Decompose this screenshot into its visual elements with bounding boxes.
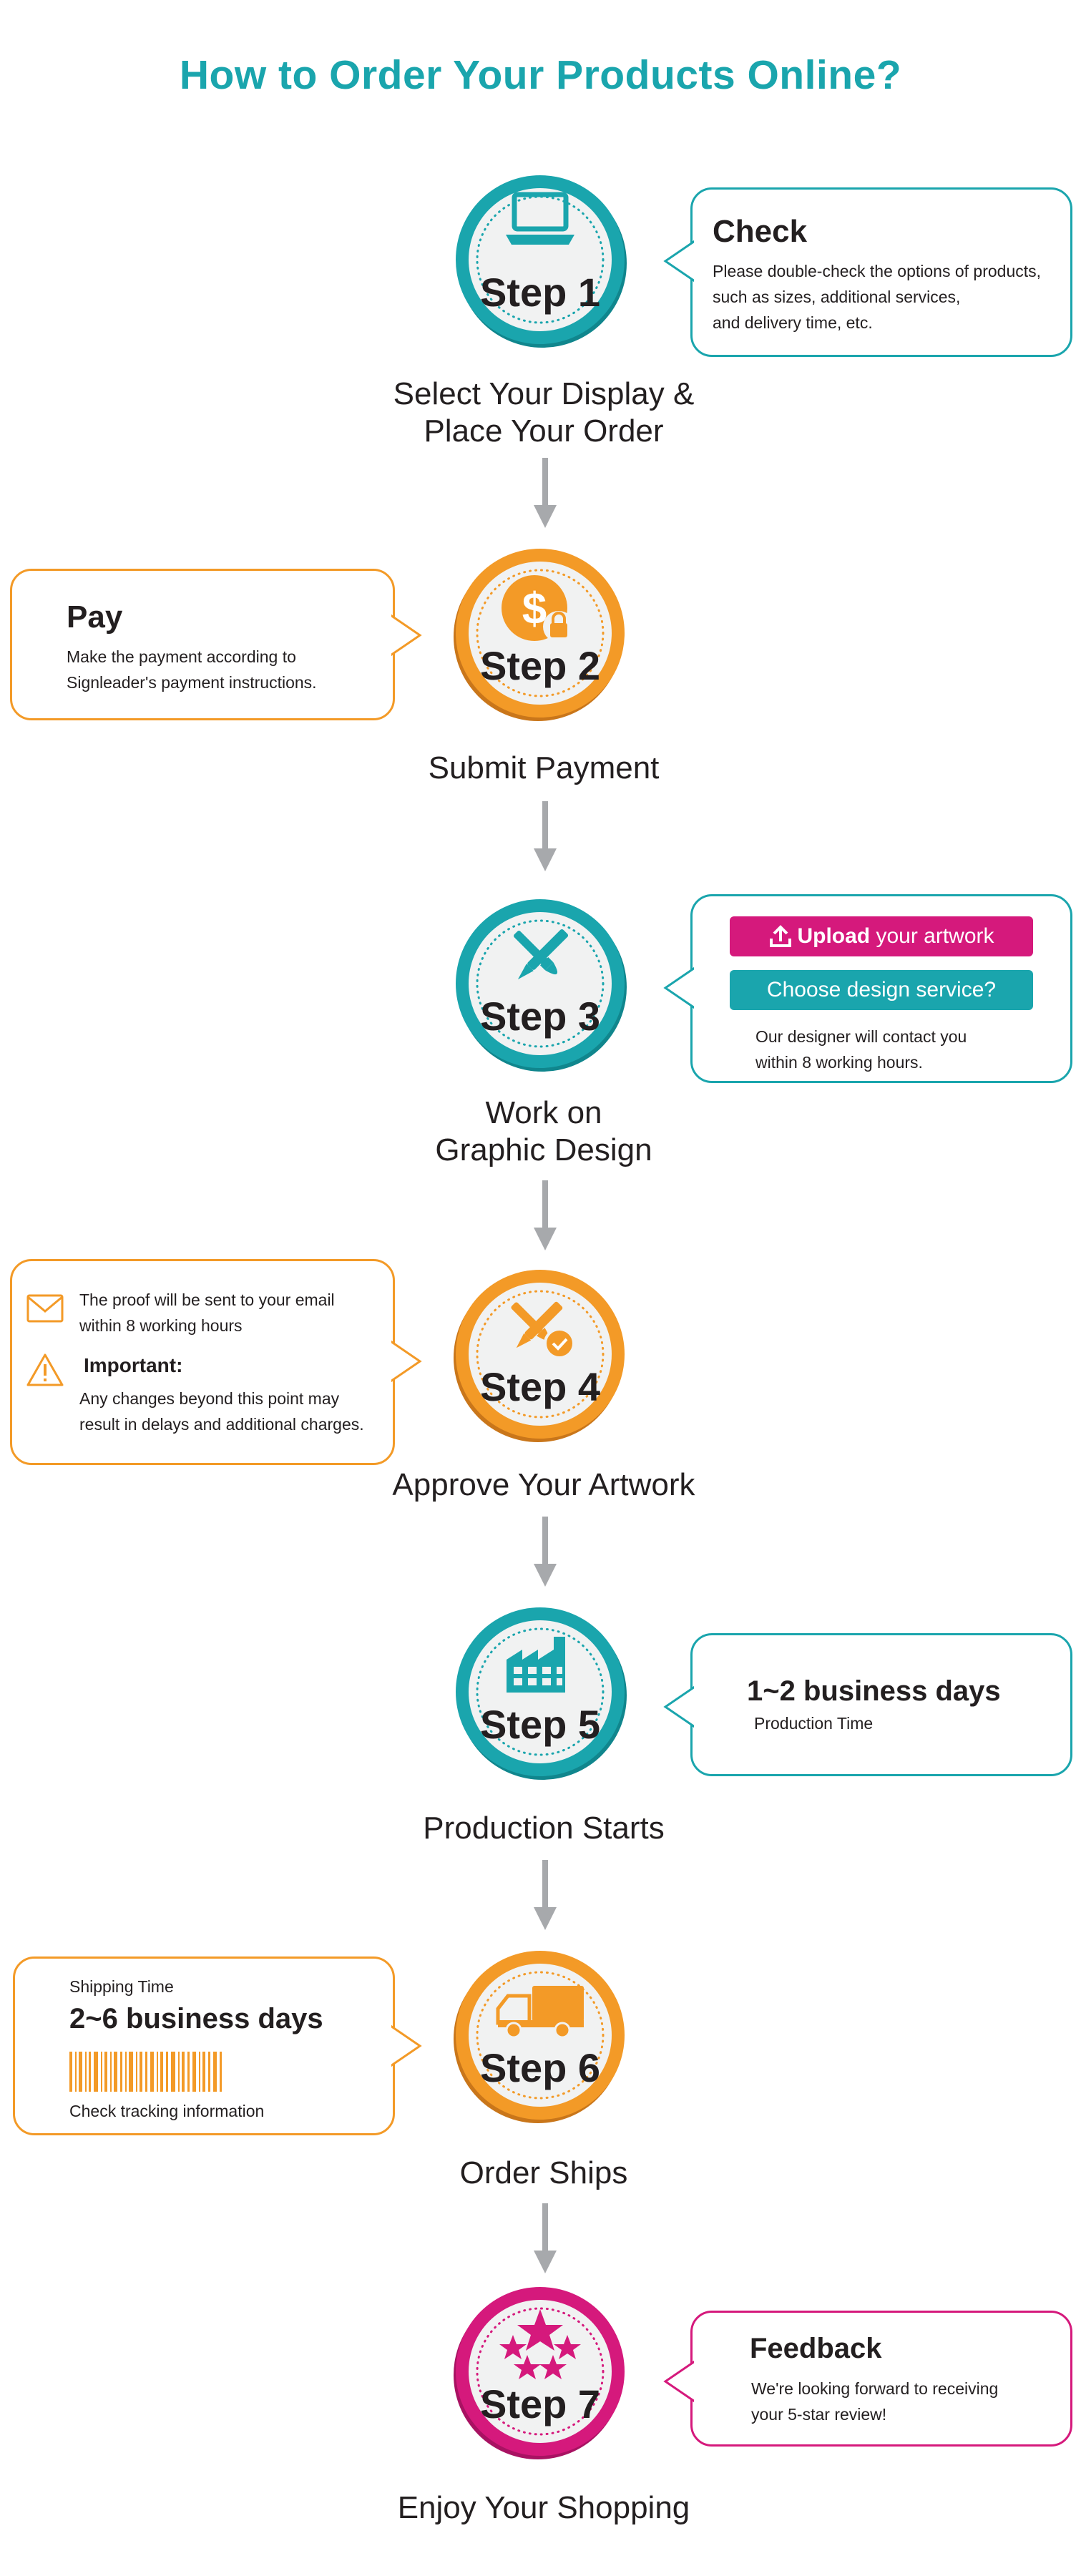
step-5-badge: Step 5	[451, 1602, 630, 1781]
text-line: within 8 working hours	[79, 1316, 243, 1335]
step-4-caption: Approve Your Artwork	[293, 1466, 794, 1504]
down-arrow-icon	[534, 1517, 557, 1587]
caption-line: Submit Payment	[428, 750, 660, 785]
warning-icon	[26, 1353, 64, 1386]
upload-icon	[770, 925, 792, 947]
check-box: Check Please double-check the options of…	[663, 187, 1072, 357]
text-line: your 5-star review!	[751, 2405, 887, 2424]
check-tracking-link[interactable]: Check tracking information	[69, 2102, 265, 2120]
caption-line: Graphic Design	[435, 1132, 652, 1167]
check-title: Check	[713, 214, 808, 249]
step-3-caption: Work on Graphic Design	[293, 1094, 794, 1169]
step-label: Step 1	[479, 270, 601, 315]
step-1-caption: Select Your Display & Place Your Order	[293, 376, 794, 450]
text-line: Signleader's payment instructions.	[67, 673, 317, 692]
caption-line: Order Ships	[459, 2155, 628, 2190]
shipping-days: 2~6 business days	[69, 2003, 323, 2034]
stars-icon	[451, 2308, 630, 2379]
down-arrow-icon	[534, 2203, 557, 2273]
choose-design-service-button[interactable]: Choose design service?	[730, 970, 1033, 1010]
step-7-caption: Enjoy Your Shopping	[293, 2489, 794, 2527]
check-text: Please double-check the options of produ…	[713, 258, 1041, 336]
step-7-badge: Step 7	[451, 2282, 630, 2461]
step-ring	[454, 1270, 625, 1442]
step-label: Step 5	[479, 1702, 601, 1747]
step-1-badge: Step 1	[451, 170, 630, 349]
caption-line: Approve Your Artwork	[392, 1467, 695, 1502]
caption-line: Place Your Order	[424, 413, 664, 449]
text-line: such as sizes, additional services,	[713, 288, 961, 306]
shipping-time-label: Shipping Time	[69, 1977, 174, 1996]
production-days: 1~2 business days	[747, 1675, 1001, 1707]
pay-title: Pay	[67, 599, 123, 635]
upload-bold-label: Upload	[797, 924, 871, 948]
important-text: Any changes beyond this point may result…	[79, 1386, 364, 1437]
text-line: Please double-check the options of produ…	[713, 262, 1042, 280]
caption-line: Enjoy Your Shopping	[397, 2490, 690, 2525]
shipping-box: Shipping Time 2~6 business days Check tr…	[13, 1957, 422, 2135]
production-box: 1~2 business days Production Time	[663, 1633, 1072, 1776]
approve-artwork-icon	[451, 1291, 630, 1366]
pay-text: Make the payment according to Signleader…	[67, 644, 317, 695]
step-2-badge: $ Step 2	[451, 544, 630, 723]
step-ring	[456, 175, 627, 348]
laptop-icon	[451, 192, 630, 249]
text-line: and delivery time, etc.	[713, 313, 873, 332]
truck-icon	[451, 1983, 630, 2040]
page-title: How to Order Your Products Online?	[179, 52, 902, 98]
barcode-icon	[69, 2052, 222, 2092]
step-ring	[456, 899, 627, 1072]
text-line: within 8 working hours.	[755, 1053, 923, 1072]
email-icon	[26, 1294, 64, 1323]
feedback-text: We're looking forward to receiving your …	[751, 2376, 998, 2427]
caption-line: Production Starts	[423, 1811, 665, 1846]
step-4-badge: Step 4	[451, 1265, 630, 1444]
factory-icon	[451, 1631, 630, 1695]
important-label: Important:	[84, 1354, 183, 1376]
step-ring	[454, 2287, 625, 2459]
upload-artwork-button[interactable]: Upload your artwork	[730, 916, 1033, 956]
text-line: The proof will be sent to your email	[79, 1291, 335, 1309]
down-arrow-icon	[534, 801, 557, 871]
step-6-caption: Order Ships	[293, 2155, 794, 2192]
text-line: Any changes beyond this point may	[79, 1389, 340, 1408]
step-label: Step 2	[479, 643, 601, 688]
upload-rest-label: your artwork	[870, 924, 994, 948]
step-label: Step 3	[479, 994, 601, 1039]
design-text: Our designer will contact you within 8 w…	[755, 1024, 967, 1075]
proof-text: The proof will be sent to your email wit…	[79, 1287, 335, 1338]
pay-box: Pay Make the payment according to Signle…	[10, 569, 422, 720]
text-line: result in delays and additional charges.	[79, 1415, 364, 1434]
step-2-caption: Submit Payment	[293, 750, 794, 787]
step-6-badge: Step 6	[451, 1946, 630, 2125]
caption-line: Work on	[485, 1095, 602, 1130]
step-label: Step 4	[479, 1364, 601, 1409]
text-line: We're looking forward to receiving	[751, 2379, 999, 2398]
dollar-lock-icon: $	[451, 574, 630, 645]
caption-line: Select Your Display &	[393, 376, 695, 411]
step-label: Step 6	[479, 2045, 601, 2090]
text-line: Make the payment according to	[67, 647, 296, 666]
approve-box: The proof will be sent to your email wit…	[10, 1259, 422, 1465]
down-arrow-icon	[534, 1180, 557, 1250]
step-5-caption: Production Starts	[293, 1810, 794, 1847]
text-line: Our designer will contact you	[755, 1027, 967, 1046]
down-arrow-icon	[534, 458, 557, 528]
feedback-box: Feedback We're looking forward to receiv…	[663, 2311, 1072, 2447]
step-3-badge: Step 3	[451, 894, 630, 1073]
step-label: Step 7	[479, 2381, 601, 2426]
design-box: Upload your artwork Choose design servic…	[663, 894, 1072, 1083]
pen-brush-icon	[451, 920, 630, 995]
down-arrow-icon	[534, 1860, 557, 1930]
svg-text:$: $	[522, 584, 547, 634]
production-time-label: Production Time	[754, 1714, 874, 1733]
feedback-title: Feedback	[750, 2333, 882, 2364]
